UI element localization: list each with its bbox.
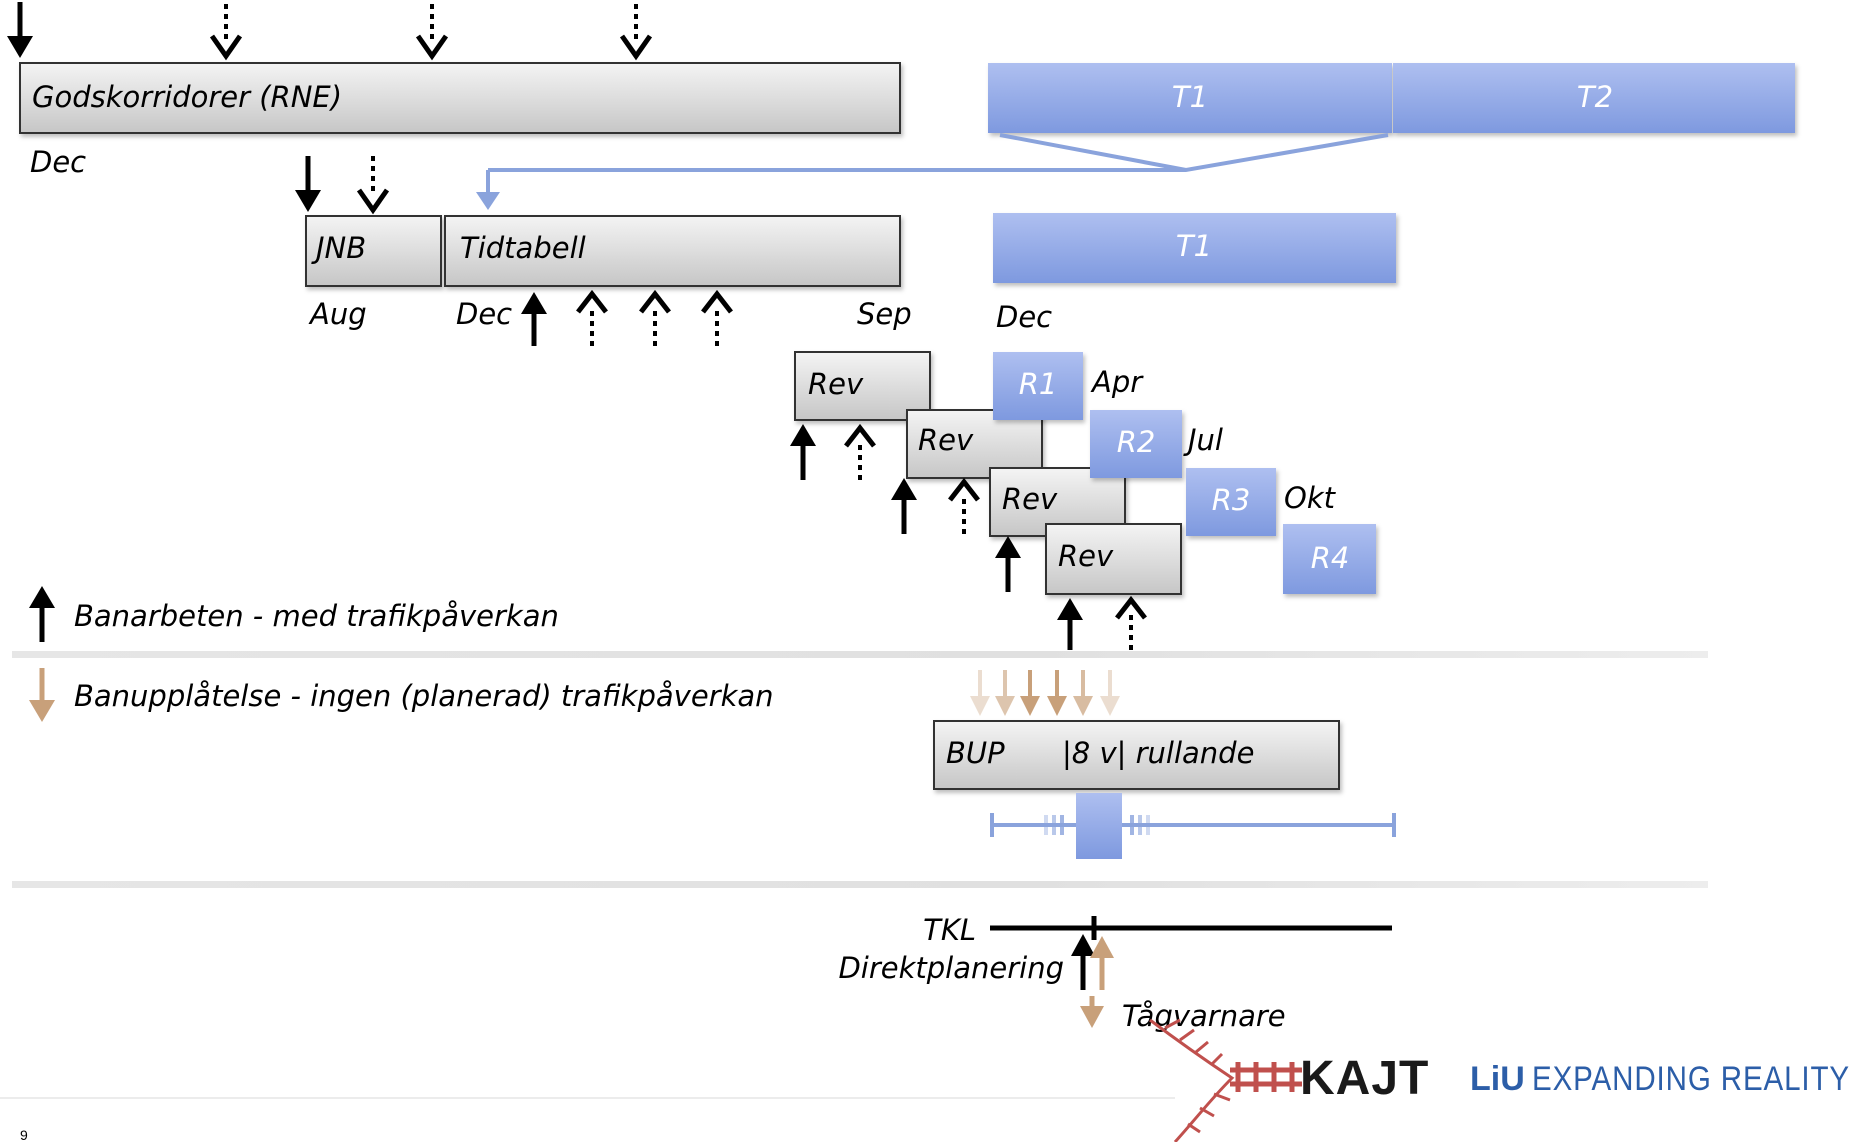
connector-arrowhead — [476, 192, 500, 210]
month-dec-t1: Dec — [996, 300, 1052, 334]
month-dec-rne: Dec — [30, 145, 86, 179]
godskorridorer-label: Godskorridorer (RNE) — [32, 80, 342, 114]
r1-label: R1 — [1019, 367, 1058, 401]
rev-label: Rev — [1058, 539, 1114, 573]
rev-box-4: Rev — [1045, 523, 1182, 595]
r2-label: R2 — [1117, 425, 1156, 459]
t1-top-box: T1 — [988, 63, 1392, 133]
page-number: 9 — [20, 1127, 28, 1142]
r3-box: R3 — [1186, 468, 1276, 536]
tidtabell-arrow-dashed — [576, 289, 608, 346]
kajt-logo: KAJT — [1149, 1018, 1429, 1142]
t1-top-label: T1 — [1172, 80, 1208, 114]
rev-label: Rev — [1002, 482, 1058, 516]
tidtabell-arrow-dashed — [639, 289, 671, 346]
rev-label: Rev — [808, 367, 864, 401]
godskorridorer-box: Godskorridorer (RNE) — [19, 62, 901, 134]
legend-banupplatelse-label: Banupplåtelse - ingen (planerad) trafikp… — [74, 679, 774, 713]
tagvarnare-label: Tågvarnare — [1122, 999, 1286, 1033]
bup-rolling-label: |8 v| rullande — [1062, 736, 1254, 770]
rev-arrow-solid — [891, 478, 917, 534]
legend-banupplatelse: Banupplåtelse - ingen (planerad) trafikp… — [29, 668, 774, 722]
direktplanering-arrow — [1071, 934, 1095, 990]
r1-box: R1 — [993, 352, 1083, 420]
rev-arrow-dashed — [1115, 595, 1147, 650]
rev-box-2: Rev — [906, 409, 1043, 479]
kajt-logo-text: KAJT — [1300, 1052, 1429, 1105]
month-jul: Jul — [1183, 423, 1223, 457]
legend-banarbeten: Banarbeten - med trafikpåverkan — [29, 586, 559, 642]
tkl-label: TKL — [923, 913, 976, 947]
tidtabell-label: Tidtabell — [460, 231, 586, 265]
tagvarnare-arrow — [1080, 996, 1104, 1028]
liu-logo: LiU EXPANDING REALITY — [1470, 1060, 1850, 1098]
bup-box: BUP |8 v| rullande — [933, 720, 1340, 790]
month-sep: Sep — [857, 297, 912, 331]
tidtabell-arrow-dashed — [701, 289, 733, 346]
legend-banarbeten-label: Banarbeten - med trafikpåverkan — [74, 599, 559, 633]
tkl-brown-up-arrow — [1090, 936, 1114, 990]
dashed-down-arrow — [209, 4, 243, 61]
rev-arrow-solid — [1057, 598, 1083, 650]
rev-arrow-solid — [995, 536, 1021, 592]
dashed-down-arrow — [415, 4, 449, 61]
rev-arrow-dashed — [948, 477, 980, 534]
month-aug: Aug — [308, 297, 367, 331]
t1-mid-label: T1 — [1176, 229, 1212, 263]
solid-up-arrow-icon — [29, 586, 55, 642]
liu-logo-text: LiU — [1470, 1060, 1525, 1098]
r3-label: R3 — [1212, 483, 1251, 517]
month-dec-tidtabell: Dec — [456, 297, 512, 331]
bup-timeline — [990, 813, 1396, 837]
tidtabell-box: Tidtabell — [444, 215, 901, 287]
rev-box-1: Rev — [794, 351, 931, 421]
expanding-reality-text: EXPANDING REALITY — [1532, 1060, 1850, 1098]
divider — [12, 651, 1708, 658]
t1-to-tidtabell-connector — [486, 133, 1389, 196]
solid-down-arrow — [7, 2, 33, 58]
divider — [12, 881, 1708, 888]
jnb-label: JNB — [311, 231, 366, 265]
dashed-down-arrow — [619, 4, 653, 61]
r4-label: R4 — [1311, 541, 1350, 575]
jnb-arrow-solid — [295, 156, 321, 212]
rne-arrows — [7, 2, 653, 61]
direktplanering-label: Direktplanering — [838, 951, 1064, 985]
month-okt: Okt — [1284, 481, 1337, 515]
jnb-box: JNB — [305, 215, 442, 287]
bup-brown-arrows — [970, 670, 1120, 716]
rev-arrow-dashed — [844, 423, 876, 480]
r2-box: R2 — [1090, 410, 1182, 478]
month-apr: Apr — [1090, 365, 1144, 399]
t1-mid-box: T1 — [993, 213, 1396, 283]
r4-box: R4 — [1283, 524, 1376, 594]
bup-label: BUP — [946, 736, 1005, 770]
jnb-arrow-dashed — [356, 156, 390, 215]
rev-arrow-solid — [790, 424, 816, 480]
tidtabell-arrow-solid — [521, 292, 547, 346]
brown-down-arrow-icon — [29, 668, 55, 722]
rev-label: Rev — [918, 423, 974, 457]
t2-top-label: T2 — [1577, 80, 1613, 114]
t2-top-box: T2 — [1393, 63, 1795, 133]
bup-window-marker — [1076, 793, 1122, 859]
